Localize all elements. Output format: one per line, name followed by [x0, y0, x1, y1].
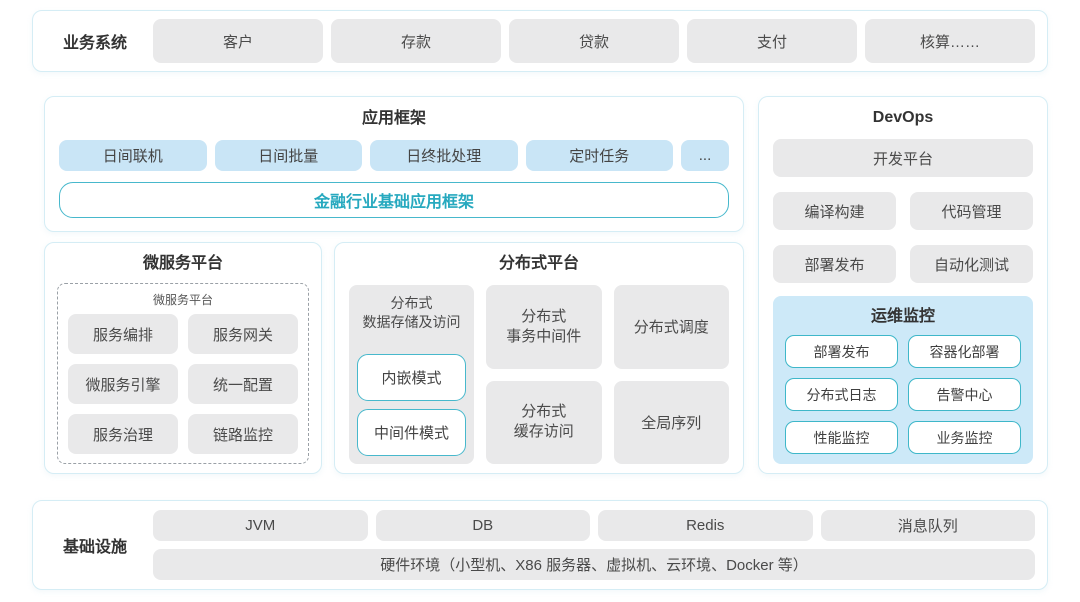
microservice-grid: 服务编排 服务网关 微服务引擎 统一配置 服务治理 链路监控	[68, 314, 298, 454]
microservice-inner-title: 微服务平台	[152, 293, 213, 307]
monitor-block-performance: 性能监控	[785, 421, 898, 454]
monitor-block-alert-center: 告警中心	[908, 378, 1021, 411]
devops-block-auto-test: 自动化测试	[910, 245, 1033, 283]
devops-panel: DevOps 开发平台 编译构建 代码管理 部署发布 自动化测试 运维监控 部署…	[758, 96, 1048, 474]
monitor-block-business: 业务监控	[908, 421, 1021, 454]
dist-block-cache: 分布式 缓存访问	[486, 380, 602, 464]
storage-modes: 内嵌模式 中间件模式	[357, 354, 466, 456]
ms-block-governance: 服务治理	[68, 414, 178, 454]
infra-block-db: DB	[375, 510, 590, 541]
infrastructure-blocks: JVM DB Redis 消息队列	[153, 510, 1035, 541]
business-systems-label: 业务系统	[62, 35, 127, 52]
business-block-loan: 贷款	[509, 19, 679, 63]
dist-block-global-sequence: 全局序列	[613, 380, 729, 464]
af-block-eod-batch: 日终批处理	[370, 140, 518, 171]
business-block-deposit: 存款	[331, 19, 501, 63]
devops-block-build: 编译构建	[773, 192, 896, 230]
distributed-storage-label: 分布式 数据存储及访问	[362, 295, 461, 330]
ms-block-gateway: 服务网关	[188, 314, 298, 354]
ops-monitor-group: 运维监控 部署发布 容器化部署 分布式日志 告警中心 性能监控 业务监控	[773, 296, 1033, 464]
app-framework-blocks: 日间联机 日间批量 日终批处理 定时任务 ...	[59, 140, 729, 171]
monitor-block-container-deploy: 容器化部署	[908, 335, 1021, 368]
devops-block-dev-platform: 开发平台	[773, 139, 1033, 177]
devops-grid: 编译构建 代码管理 部署发布 自动化测试	[773, 192, 1033, 283]
distributed-col-3: 分布式调度 全局序列	[613, 285, 729, 464]
devops-block-deploy: 部署发布	[773, 245, 896, 283]
distributed-title: 分布式平台	[498, 255, 579, 272]
dist-block-transaction: 分布式 事务中间件	[486, 285, 602, 369]
business-systems-panel: 业务系统 客户 存款 贷款 支付 核算……	[32, 10, 1048, 72]
mode-middleware: 中间件模式	[357, 409, 466, 456]
monitor-block-deploy: 部署发布	[785, 335, 898, 368]
devops-block-code-mgmt: 代码管理	[910, 192, 1033, 230]
microservice-inner-group: 微服务平台 服务编排 服务网关 微服务引擎 统一配置 服务治理 链路监控	[57, 283, 309, 464]
infrastructure-body: JVM DB Redis 消息队列 硬件环境（小型机、X86 服务器、虚拟机、云…	[153, 510, 1035, 580]
mode-embedded: 内嵌模式	[357, 354, 466, 401]
infra-block-hardware-env: 硬件环境（小型机、X86 服务器、虚拟机、云环境、Docker 等）	[153, 549, 1035, 580]
business-block-accounting: 核算……	[865, 19, 1035, 63]
microservice-panel: 微服务平台 微服务平台 服务编排 服务网关 微服务引擎 统一配置 服务治理 链路…	[44, 242, 322, 474]
dist-block-scheduling: 分布式调度	[613, 285, 729, 369]
ms-block-tracing: 链路监控	[188, 414, 298, 454]
business-block-payment: 支付	[687, 19, 857, 63]
app-framework-title: 应用框架	[361, 110, 426, 127]
monitor-block-distributed-log: 分布式日志	[785, 378, 898, 411]
distributed-grid: 分布式 数据存储及访问 内嵌模式 中间件模式 分布式 事务中间件 分布式 缓存访…	[349, 285, 729, 464]
ms-block-orchestration: 服务编排	[68, 314, 178, 354]
infrastructure-label: 基础设施	[62, 539, 127, 556]
ops-monitor-title: 运维监控	[870, 308, 935, 325]
infra-block-mq: 消息队列	[820, 510, 1035, 541]
ms-block-engine: 微服务引擎	[68, 364, 178, 404]
business-block-customer: 客户	[153, 19, 323, 63]
app-framework-panel: 应用框架 日间联机 日间批量 日终批处理 定时任务 ... 金融行业基础应用框架	[44, 96, 744, 232]
af-block-more: ...	[681, 140, 729, 171]
af-block-scheduled-task: 定时任务	[525, 140, 673, 171]
distributed-panel: 分布式平台 分布式 数据存储及访问 内嵌模式 中间件模式 分布式 事务中间件 分…	[334, 242, 744, 474]
ops-monitor-grid: 部署发布 容器化部署 分布式日志 告警中心 性能监控 业务监控	[785, 335, 1021, 454]
distributed-storage-block: 分布式 数据存储及访问 内嵌模式 中间件模式	[349, 285, 474, 464]
infra-block-redis: Redis	[598, 510, 813, 541]
ms-block-config: 统一配置	[188, 364, 298, 404]
devops-title: DevOps	[872, 109, 934, 126]
infrastructure-panel: 基础设施 JVM DB Redis 消息队列 硬件环境（小型机、X86 服务器、…	[32, 500, 1048, 590]
infra-block-jvm: JVM	[153, 510, 368, 541]
microservice-title: 微服务平台	[142, 255, 223, 272]
af-block-daytime-batch: 日间批量	[214, 140, 362, 171]
financial-base-framework-block: 金融行业基础应用框架	[59, 182, 729, 218]
af-block-daytime-online: 日间联机	[59, 140, 207, 171]
distributed-col-2: 分布式 事务中间件 分布式 缓存访问	[486, 285, 602, 464]
